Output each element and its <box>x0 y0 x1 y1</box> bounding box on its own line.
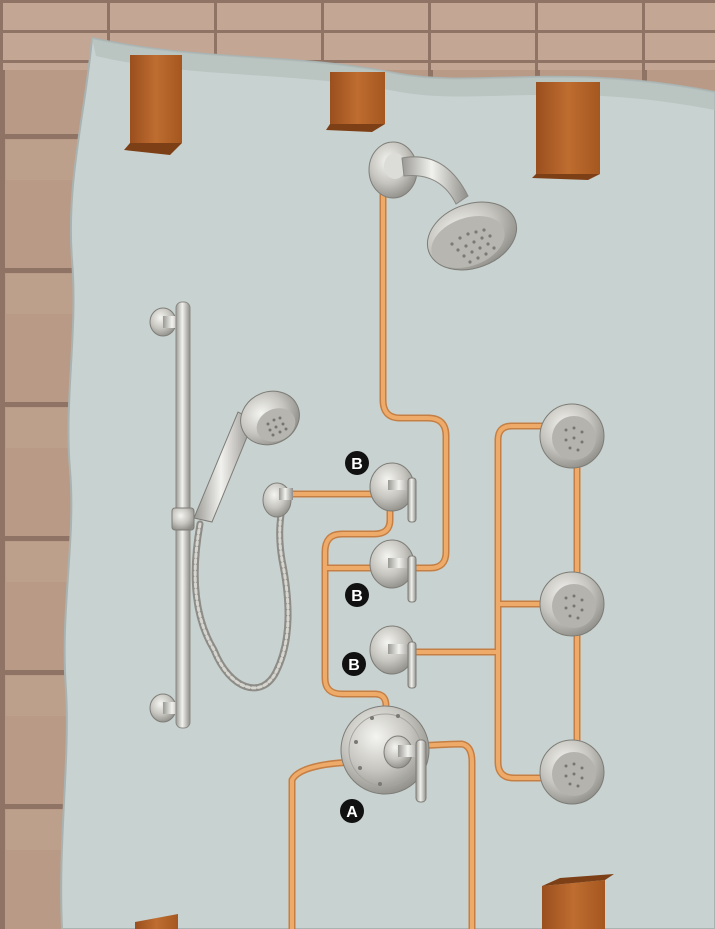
body-spray-3 <box>540 740 604 804</box>
callout-a-label: A <box>346 804 358 821</box>
stud-bottom-right <box>542 874 614 929</box>
callout-b-label: B <box>348 657 360 674</box>
body-spray-2 <box>540 572 604 636</box>
callout-a-valve: A <box>340 799 364 823</box>
stud-top-middle <box>326 72 385 132</box>
callout-b-volume-1: B <box>345 451 369 475</box>
body-spray-1 <box>540 404 604 468</box>
callout-b-label: B <box>351 588 363 605</box>
callout-b-volume-3: B <box>342 652 366 676</box>
callout-b-label: B <box>351 456 363 473</box>
stud-top-left <box>124 55 182 155</box>
stud-top-right <box>532 82 600 180</box>
callout-b-volume-2: B <box>345 583 369 607</box>
